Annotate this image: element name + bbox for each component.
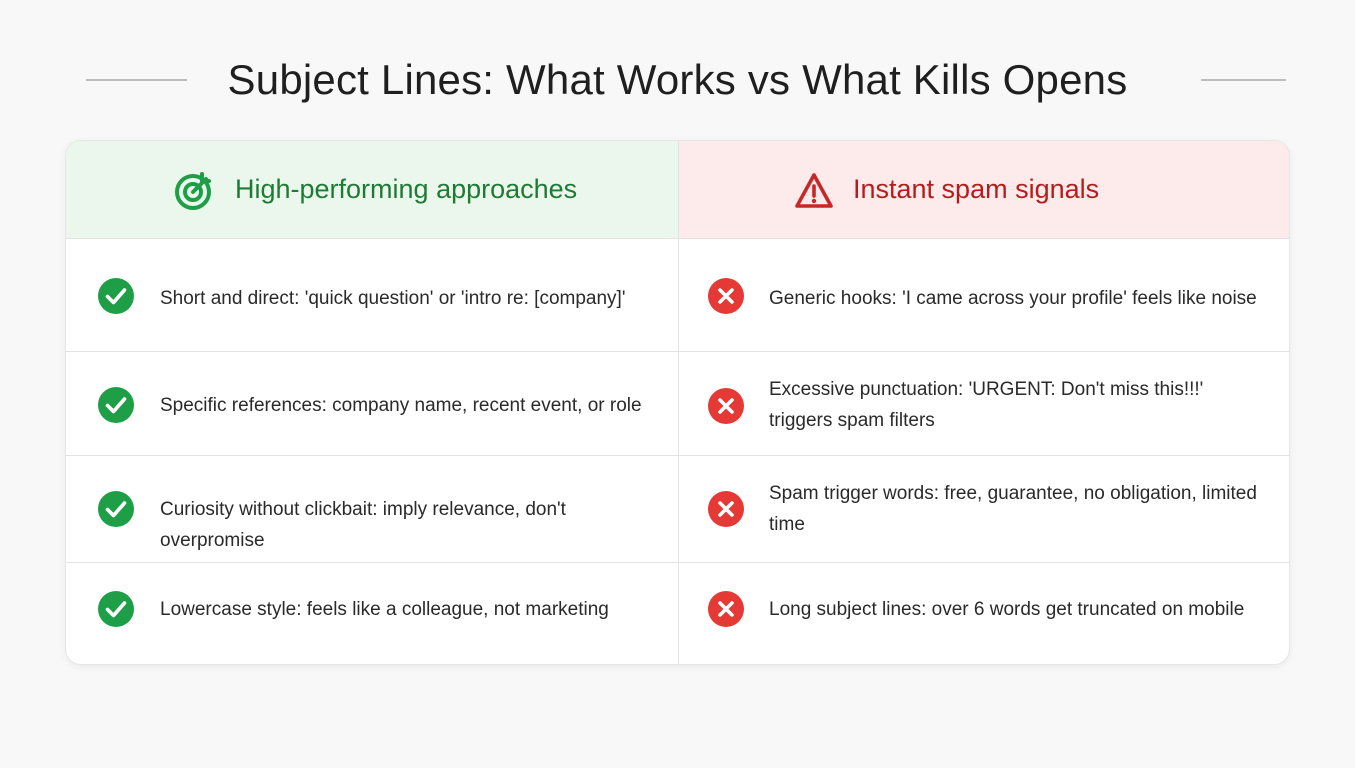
spam-row-text: Excessive punctuation: 'URGENT: Don't mi… [769, 379, 1204, 431]
title-divider-left [86, 79, 187, 81]
spam-column-heading: Instant spam signals [853, 174, 1100, 204]
warning-triangle-icon [795, 173, 833, 208]
works-row-text: Short and direct: 'quick question' or 'i… [160, 288, 626, 309]
spam-row-text: Long subject lines: over 6 words get tru… [769, 599, 1245, 620]
works-column: High-performing approaches Short and dir… [66, 141, 678, 664]
x-circle-icon [708, 388, 744, 424]
check-circle-icon [98, 591, 134, 627]
x-circle-icon [708, 491, 744, 527]
x-circle-icon [708, 591, 744, 627]
x-circle-icon [708, 278, 744, 314]
spam-row: Generic hooks: 'I came across your profi… [679, 239, 1289, 352]
title-divider-right [1201, 79, 1286, 81]
check-circle-icon [98, 387, 134, 423]
check-circle-icon [98, 491, 134, 527]
title-row: Subject Lines: What Works vs What Kills … [0, 50, 1355, 110]
works-row: Lowercase style: feels like a colleague,… [66, 563, 678, 664]
spam-column-header [679, 141, 1289, 239]
works-row-text: Lowercase style: feels like a colleague,… [160, 599, 609, 620]
works-column-header [66, 141, 678, 239]
spam-row-text: Spam trigger words: free, guarantee, no … [769, 483, 1257, 535]
page-title: Subject Lines: What Works vs What Kills … [227, 56, 1128, 103]
works-row: Specific references: company name, recen… [66, 352, 678, 456]
spam-column: Instant spam signals Generic hooks: 'I c… [678, 141, 1289, 664]
works-row-text: Curiosity without clickbait: imply relev… [160, 499, 566, 551]
works-row: Curiosity without clickbait: imply relev… [66, 456, 678, 563]
comparison-table: High-performing approaches Short and dir… [65, 140, 1290, 665]
target-arrow-icon [175, 172, 211, 210]
works-row-text: Specific references: company name, recen… [160, 395, 642, 416]
check-circle-icon [98, 278, 134, 314]
spam-row: Spam trigger words: free, guarantee, no … [679, 456, 1289, 563]
spam-row: Long subject lines: over 6 words get tru… [679, 563, 1289, 664]
works-column-heading: High-performing approaches [235, 174, 578, 204]
spam-row-text: Generic hooks: 'I came across your profi… [769, 288, 1257, 309]
works-row: Short and direct: 'quick question' or 'i… [66, 239, 678, 352]
spam-row: Excessive punctuation: 'URGENT: Don't mi… [679, 352, 1289, 456]
